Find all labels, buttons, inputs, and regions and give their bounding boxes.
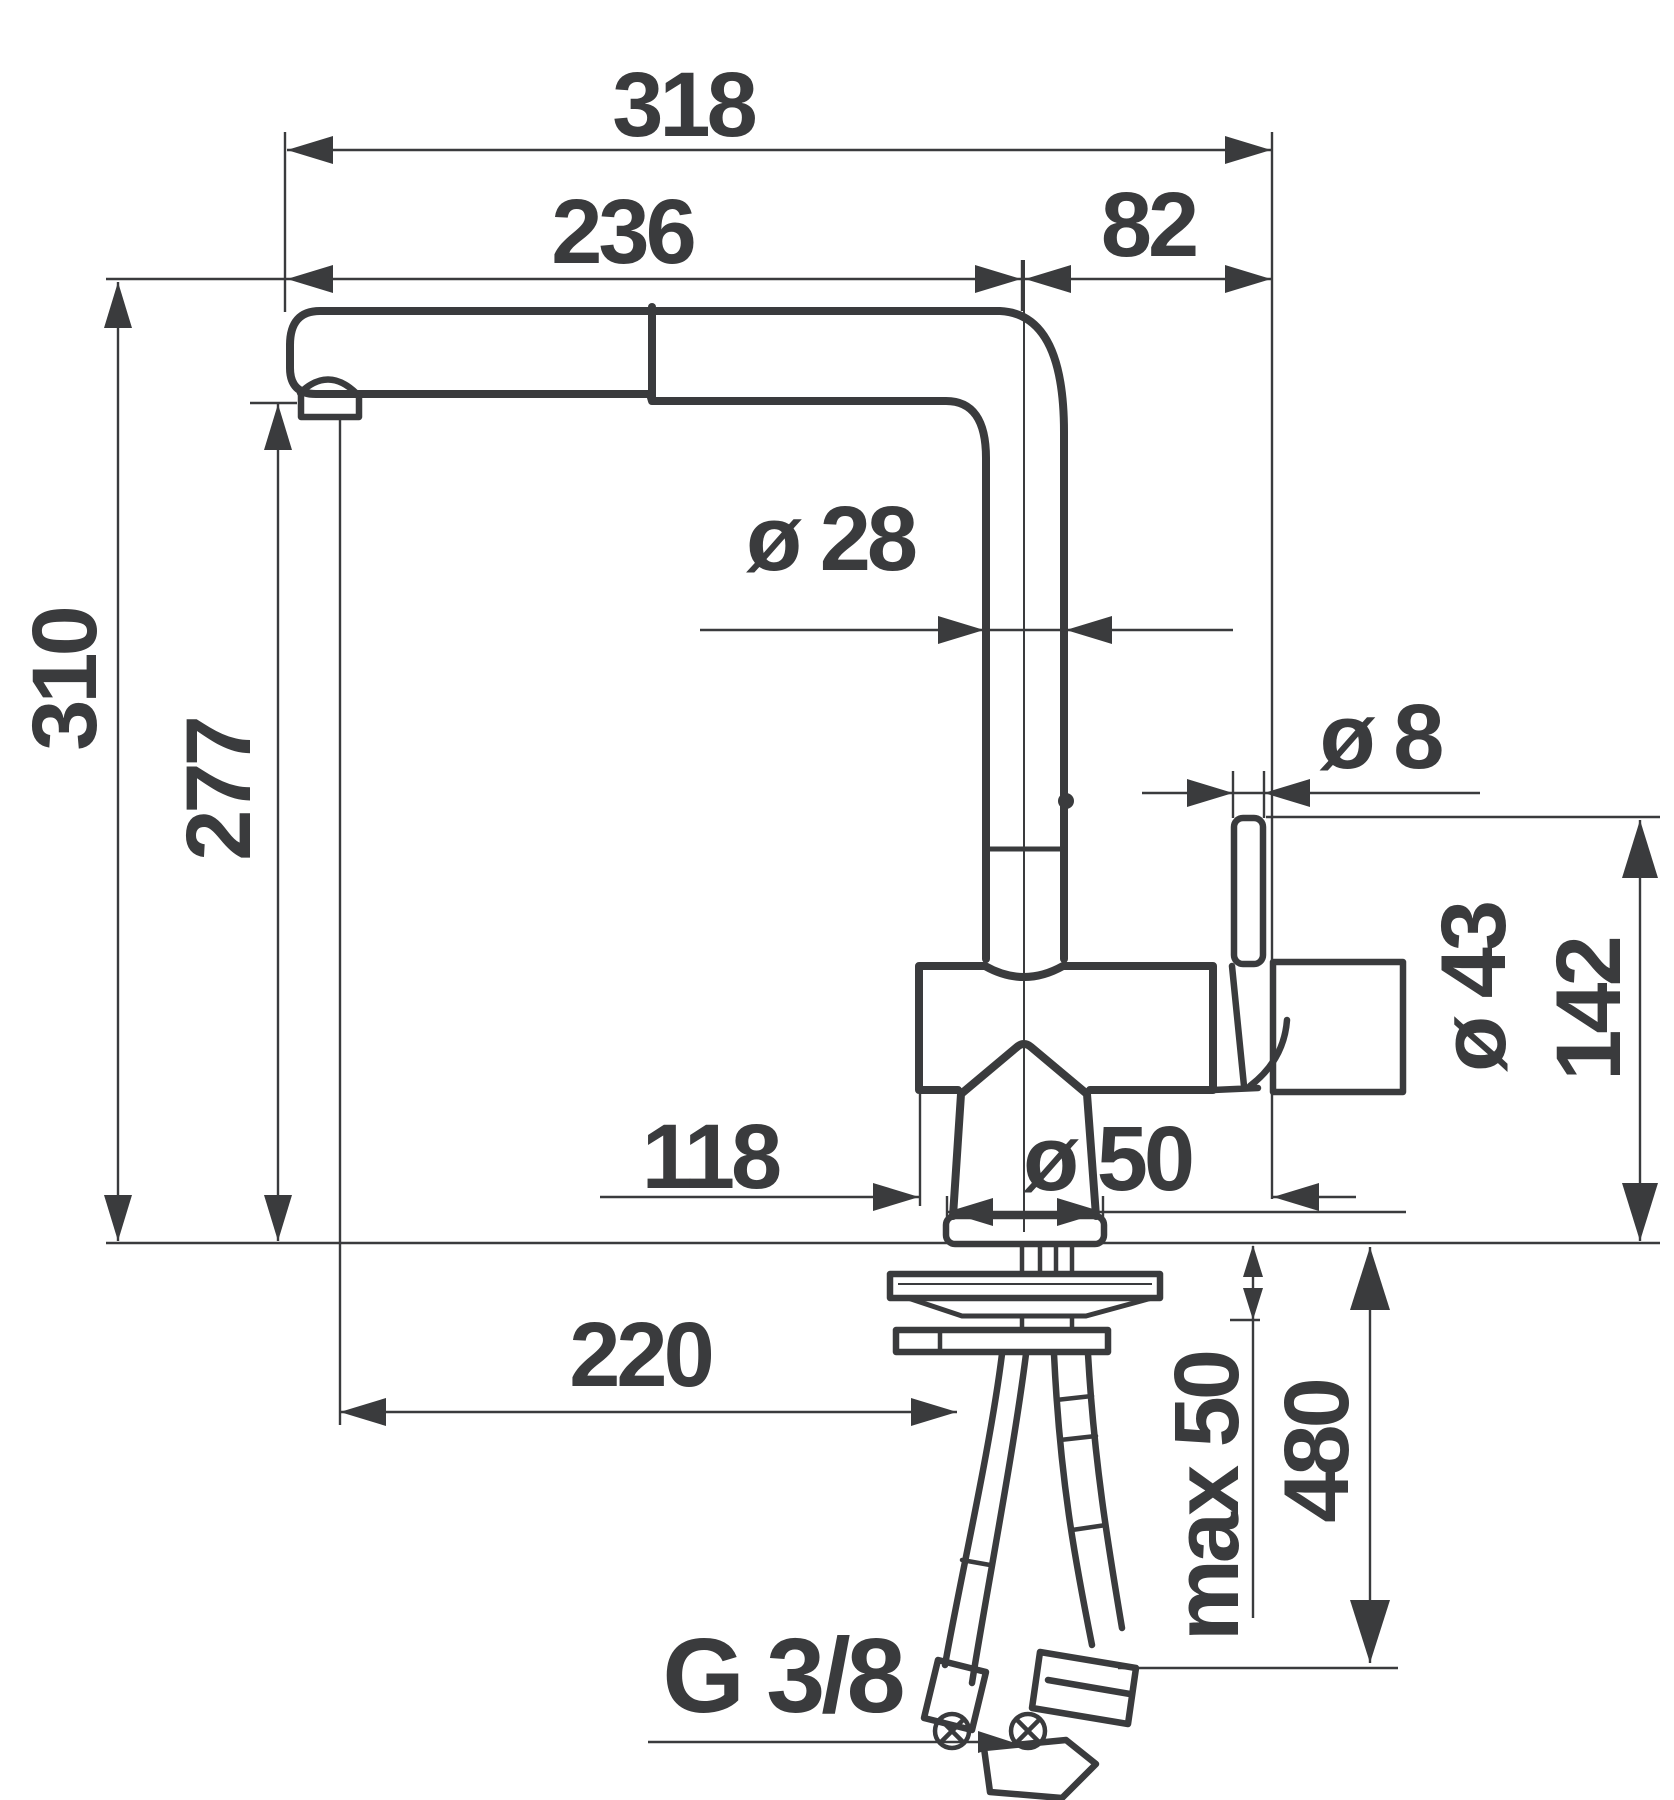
- arrowhead: [104, 282, 132, 328]
- dim-side-body-diameter: ø 43: [1423, 903, 1525, 1072]
- threaded-shank: [1019, 1242, 1075, 1277]
- arrowhead: [1243, 1288, 1263, 1320]
- arrowhead: [1622, 820, 1658, 878]
- set-screw-dot: [1058, 793, 1074, 809]
- arrowhead: [287, 265, 333, 293]
- hose-fitting-right: [1028, 1648, 1140, 1728]
- mounting-washer: [886, 1270, 1164, 1302]
- arrowhead: [1187, 779, 1233, 807]
- hose-left-collar: [959, 1557, 993, 1568]
- dim-total-projection: 318: [612, 54, 755, 156]
- side-lever-body: [1269, 958, 1407, 1096]
- aerator-dome: [296, 376, 360, 397]
- arrowhead: [264, 1195, 292, 1241]
- aerator-outlet: [297, 390, 363, 421]
- clamp-nut: [892, 1326, 1112, 1356]
- arrowhead: [1225, 265, 1271, 293]
- hose-fitting-left: [920, 1656, 990, 1734]
- dim-lever-height: 142: [1538, 938, 1640, 1080]
- arrowhead: [1350, 1247, 1390, 1310]
- spray-head-underside: [286, 341, 654, 398]
- hose-left: [941, 1350, 1030, 1687]
- dim-base-diameter: ø 50: [1023, 1108, 1192, 1210]
- dim-body-width: 118: [642, 1106, 780, 1208]
- arrowhead: [938, 616, 984, 644]
- hose-nut-left-cross: [938, 1717, 966, 1745]
- arrowhead: [1066, 616, 1112, 644]
- arrowhead: [1225, 136, 1271, 164]
- dim-spout-height: 277: [168, 718, 270, 860]
- hose-nut-right: [1008, 1711, 1048, 1751]
- dimensions: 318 236 82 310 277 ø 28 ø 8 142: [14, 54, 1658, 1753]
- dim-total-height: 310: [14, 608, 116, 750]
- arrowhead: [1350, 1600, 1390, 1663]
- arrowhead: [978, 1731, 1012, 1753]
- dim-lever-offset: 82: [1101, 174, 1196, 276]
- arrowhead: [873, 1183, 919, 1211]
- spout-underside: [646, 390, 990, 963]
- dim-spout-projection: 236: [551, 181, 693, 283]
- dim-hose-length: 480: [1266, 1380, 1368, 1522]
- arrowhead: [975, 265, 1021, 293]
- dim-line-dia50: [945, 1196, 1406, 1231]
- hose-nut-right-cross: [1014, 1717, 1042, 1745]
- arrowhead: [287, 136, 333, 164]
- arrowhead: [1025, 265, 1071, 293]
- hose-nut-left: [932, 1711, 972, 1751]
- lever-rod: [1230, 814, 1267, 968]
- arrowhead: [1622, 1183, 1658, 1241]
- arrowhead: [1243, 1245, 1263, 1277]
- arrowhead: [1273, 1183, 1319, 1211]
- arrowhead: [340, 1398, 386, 1426]
- dim-aerator-reach: 220: [569, 1304, 711, 1406]
- faucet-outline: [286, 303, 1407, 1248]
- arrowhead: [1057, 1198, 1103, 1226]
- spout-top-outline: [286, 307, 1068, 963]
- arrowhead: [947, 1198, 993, 1226]
- arrowhead: [264, 404, 292, 450]
- dim-max-counter-thickness: max 50: [1156, 1352, 1258, 1641]
- arrowhead: [1264, 779, 1310, 807]
- dim-lever-diameter: ø 8: [1320, 686, 1443, 788]
- mounting-hardware: [886, 1242, 1164, 1800]
- reference-lines: [106, 132, 1660, 1670]
- hose-end-cap: [980, 1736, 1100, 1800]
- arrowhead: [911, 1398, 957, 1426]
- hose-right-ribs: [1053, 1393, 1109, 1533]
- dim-pipe-diameter: ø 28: [746, 488, 916, 590]
- dim-connection-thread: G 3/8: [662, 1617, 902, 1735]
- arrowhead: [104, 1195, 132, 1241]
